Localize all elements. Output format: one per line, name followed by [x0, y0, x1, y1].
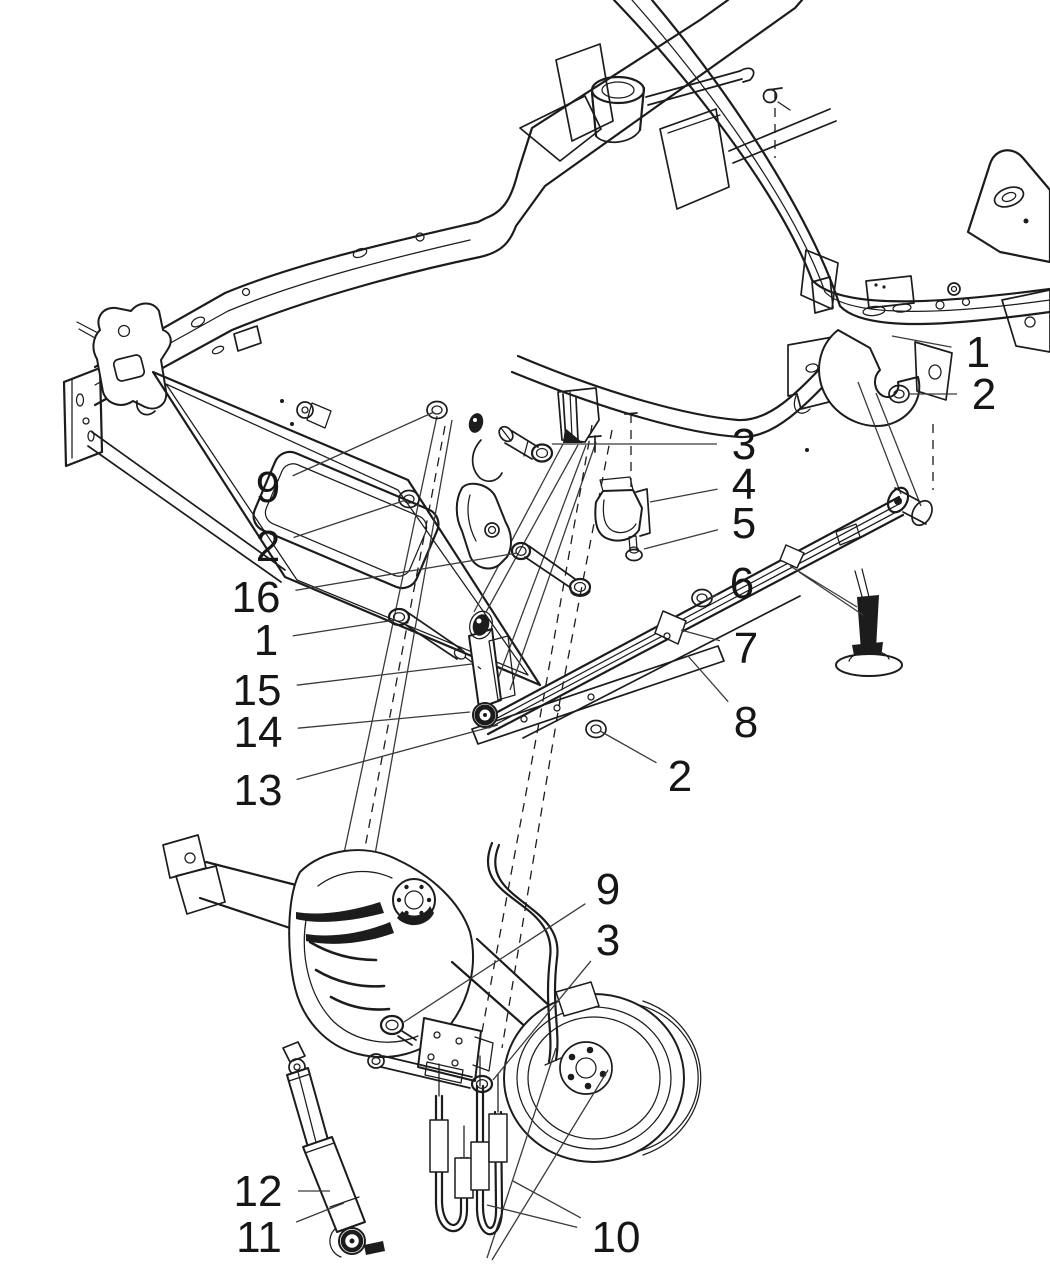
callout-label-c16: 16	[232, 573, 281, 622]
callout-label-c3-bot: 3	[596, 916, 620, 965]
callout-label-c3-top: 3	[732, 420, 756, 469]
callout-leader-c7	[680, 629, 721, 642]
callout-leader-c11	[295, 1202, 345, 1223]
spring-clip-drawing	[654, 610, 687, 645]
callout-leader-c2-bot	[599, 730, 657, 764]
callout-label-c6: 6	[730, 559, 754, 608]
callout-leader-c16	[295, 552, 518, 592]
callout-leader-c9-bot	[403, 903, 586, 1023]
shackle-assembly-drawing	[455, 387, 600, 728]
callout-label-c5: 5	[732, 499, 756, 548]
callout-leader-c6	[703, 594, 718, 602]
callout-label-c2-top: 2	[972, 370, 996, 419]
callout-label-c4: 4	[732, 460, 756, 509]
callout-leader-c10	[486, 1204, 578, 1229]
callout-label-c9-left: 9	[256, 463, 280, 512]
callout-leader-c13	[296, 724, 499, 781]
rear-spring-hanger-drawing	[787, 329, 953, 507]
plate-nut-drawing	[585, 719, 607, 739]
callout-label-c1-top: 1	[966, 328, 990, 377]
spring-nut-drawing	[691, 588, 713, 608]
callout-label-c1-left: 1	[254, 616, 278, 665]
callout-label-c2-left: 2	[256, 522, 280, 571]
callout-label-c14: 14	[234, 708, 283, 757]
callout-label-c12: 12	[234, 1167, 283, 1216]
callout-label-c13: 13	[234, 766, 283, 815]
callout-label-c8: 8	[734, 698, 758, 747]
frame-far-rail-drawing	[612, 0, 1050, 353]
callout-leader-c1-left	[292, 619, 396, 637]
callout-label-c11: 11	[236, 1213, 282, 1262]
callout-leader-c9-left	[292, 411, 435, 477]
callout-label-c7: 7	[734, 624, 758, 673]
rear-axle-drawing	[162, 834, 702, 1261]
callout-label-c2-bot: 2	[668, 752, 692, 801]
shock-absorber-drawing	[282, 1041, 385, 1258]
callout-label-c10: 10	[592, 1213, 641, 1262]
callout-leader-c10	[512, 1180, 582, 1219]
brake-drum-drawing	[503, 981, 702, 1163]
callout-leader-c4	[649, 488, 718, 503]
bump-stop-drawing	[789, 565, 903, 677]
callout-leader-c15	[296, 663, 473, 686]
u-bolts-drawing	[429, 1055, 508, 1236]
callout-label-c15: 15	[233, 666, 282, 715]
clamp-bracket-drawing	[594, 412, 651, 562]
callout-leader-c1-top	[891, 335, 952, 348]
callout-leader-c3-bot	[492, 960, 592, 1081]
leaf-spring-drawing	[471, 486, 933, 745]
fasteners-drawing	[387, 384, 910, 670]
callout-label-c9-bot: 9	[596, 865, 620, 914]
callout-leader-c14	[297, 711, 471, 729]
callout-leader-c2-left	[293, 499, 407, 539]
callout-leader-c8	[687, 655, 729, 703]
frame-crossmember-winch-drawing	[519, 43, 837, 210]
callout-leader-c5	[643, 529, 719, 550]
front-frame-hanger-bracket-drawing	[76, 302, 262, 416]
frame-near-rail-drawing	[62, 0, 850, 468]
spare-carrier-panel-drawing	[87, 370, 542, 687]
